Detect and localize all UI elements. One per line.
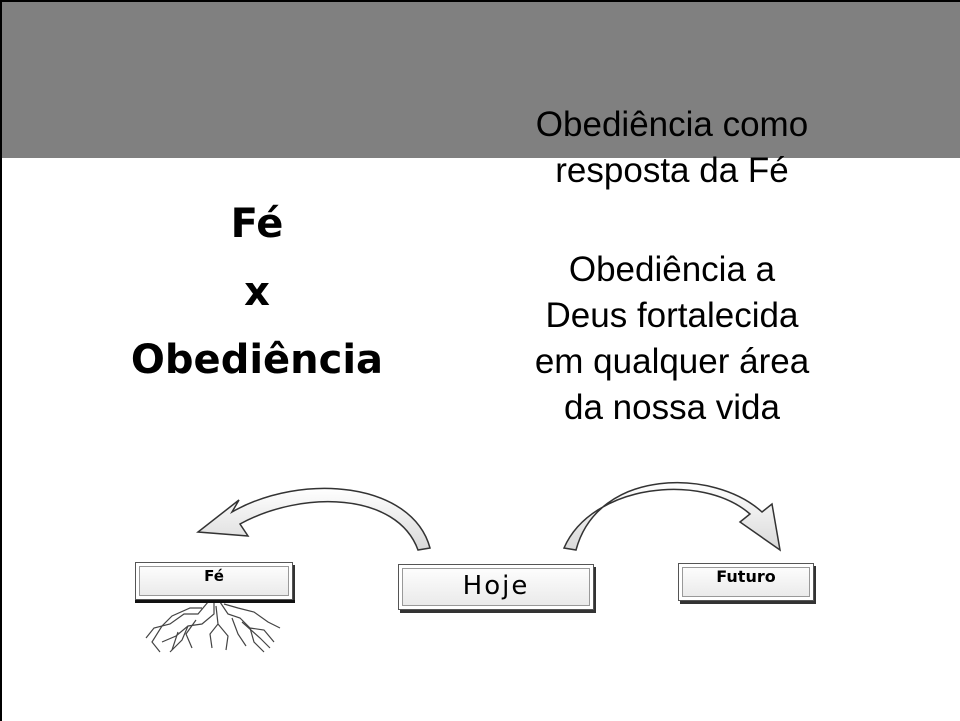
key-futuro-label: Futuro	[716, 567, 776, 586]
title-line-fe: Fé	[230, 201, 284, 247]
key-fe-label: Fé	[204, 567, 224, 585]
header-band	[2, 2, 960, 158]
key-futuro: Futuro	[678, 563, 814, 601]
key-fe-base	[135, 600, 295, 603]
key-hoje-label: Hoje	[462, 571, 530, 601]
subtitle-line-2: resposta da Fé	[555, 151, 789, 190]
body-line-2: Deus fortalecida	[545, 296, 799, 335]
body-text: Obediência a Deus fortalecida em qualque…	[462, 247, 882, 431]
roots-icon	[145, 601, 281, 653]
body-line-4: da nossa vida	[564, 388, 780, 427]
curved-arrow-right-icon	[562, 481, 782, 552]
body-line-1: Obediência a	[568, 250, 776, 289]
body-line-3: em qualquer área	[534, 342, 810, 381]
subtitle-line-1: Obediência como	[535, 105, 809, 144]
key-fe: Fé	[135, 562, 293, 600]
title-line-obediencia: Obediência	[130, 337, 384, 383]
subtitle: Obediência como resposta da Fé	[462, 102, 882, 194]
curved-arrow-left-icon	[196, 487, 431, 551]
title-line-x: x	[244, 269, 270, 315]
slide-title: Fé x Obediência	[102, 190, 412, 394]
key-hoje: Hoje	[398, 564, 594, 610]
